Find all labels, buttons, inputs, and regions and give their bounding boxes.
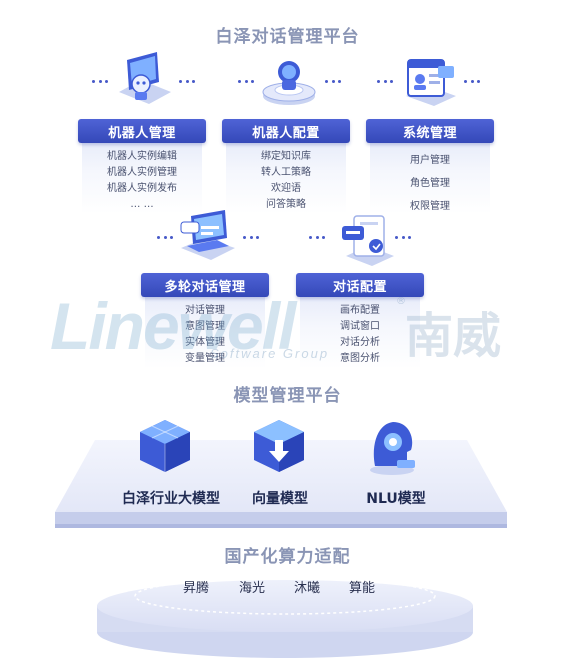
decor-dots	[238, 80, 254, 84]
model-platform-title: 模型管理平台	[233, 386, 342, 406]
watermark-logo: Linewell 南威 Software Group ®	[50, 288, 530, 368]
robot-config-icon	[258, 52, 320, 108]
decor-dots	[377, 80, 393, 84]
card-item: 机器人实例编辑	[107, 151, 177, 162]
card-item: 实体管理	[185, 337, 225, 348]
cube-model-icon	[134, 416, 196, 472]
decor-dots	[92, 80, 108, 84]
card-title: 对话配置	[296, 273, 424, 297]
decor-dots	[395, 236, 411, 240]
hardware-metax: 沐曦	[293, 581, 320, 596]
card-dialog-config: 对话配置 画布配置 调试窗口 对话分析 意图分析	[296, 273, 424, 369]
decor-dots	[309, 236, 325, 240]
card-item: 问答策略	[266, 199, 306, 210]
decor-dots	[157, 236, 173, 240]
card-robot-config: 机器人配置 绑定知识库 转人工策略 欢迎语 问答策略	[222, 119, 350, 214]
card-item: 转人工策略	[261, 167, 311, 178]
hardware-title: 国产化算力适配	[224, 547, 351, 567]
model-label-baize: 白泽行业大模型	[122, 491, 220, 507]
card-item: 对话管理	[185, 305, 225, 316]
decor-dots	[179, 80, 195, 84]
card-item: 用户管理	[410, 155, 450, 166]
card-item: 画布配置	[340, 305, 380, 316]
robot-monitor-icon	[113, 52, 175, 108]
dialog-config-doc-icon	[338, 212, 400, 268]
card-multi-turn-dialog: 多轮对话管理 对话管理 意图管理 实体管理 变量管理	[141, 273, 269, 369]
card-item: 调试窗口	[340, 321, 380, 332]
nlu-head-icon	[361, 416, 423, 475]
card-item: 对话分析	[340, 337, 380, 348]
card-item: 意图分析	[340, 353, 380, 364]
platform-title: 白泽对话管理平台	[215, 27, 360, 47]
decor-dots	[464, 80, 480, 84]
decor-dots	[325, 80, 341, 84]
hardware-hygon: 海光	[238, 581, 265, 596]
system-id-card-icon	[398, 52, 460, 108]
card-item: 机器人实例管理	[107, 167, 177, 178]
hardware-ascend: 昇腾	[182, 581, 209, 596]
card-item: 权限管理	[410, 201, 450, 212]
hardware-sophgo: 算能	[348, 581, 375, 596]
model-label-vector: 向量模型	[252, 491, 308, 507]
card-item: 机器人实例发布	[107, 183, 177, 194]
card-item: … …	[130, 199, 154, 210]
card-robot-management: 机器人管理 机器人实例编辑 机器人实例管理 机器人实例发布 … …	[78, 119, 206, 214]
card-item: 意图管理	[185, 321, 225, 332]
card-title: 系统管理	[366, 119, 494, 143]
card-item: 欢迎语	[271, 183, 301, 194]
model-label-nlu: NLU模型	[366, 491, 426, 507]
card-system-management: 系统管理 用户管理 角色管理 权限管理	[366, 119, 494, 214]
card-title: 多轮对话管理	[141, 273, 269, 297]
card-title: 机器人管理	[78, 119, 206, 143]
card-title: 机器人配置	[222, 119, 350, 143]
vector-download-icon	[248, 416, 310, 472]
decor-dots	[243, 236, 259, 240]
card-item: 角色管理	[410, 178, 450, 189]
card-item: 绑定知识库	[261, 151, 311, 162]
hardware-pedestal	[95, 560, 475, 660]
multi-turn-laptop-icon	[177, 208, 239, 264]
card-item: 变量管理	[185, 353, 225, 364]
